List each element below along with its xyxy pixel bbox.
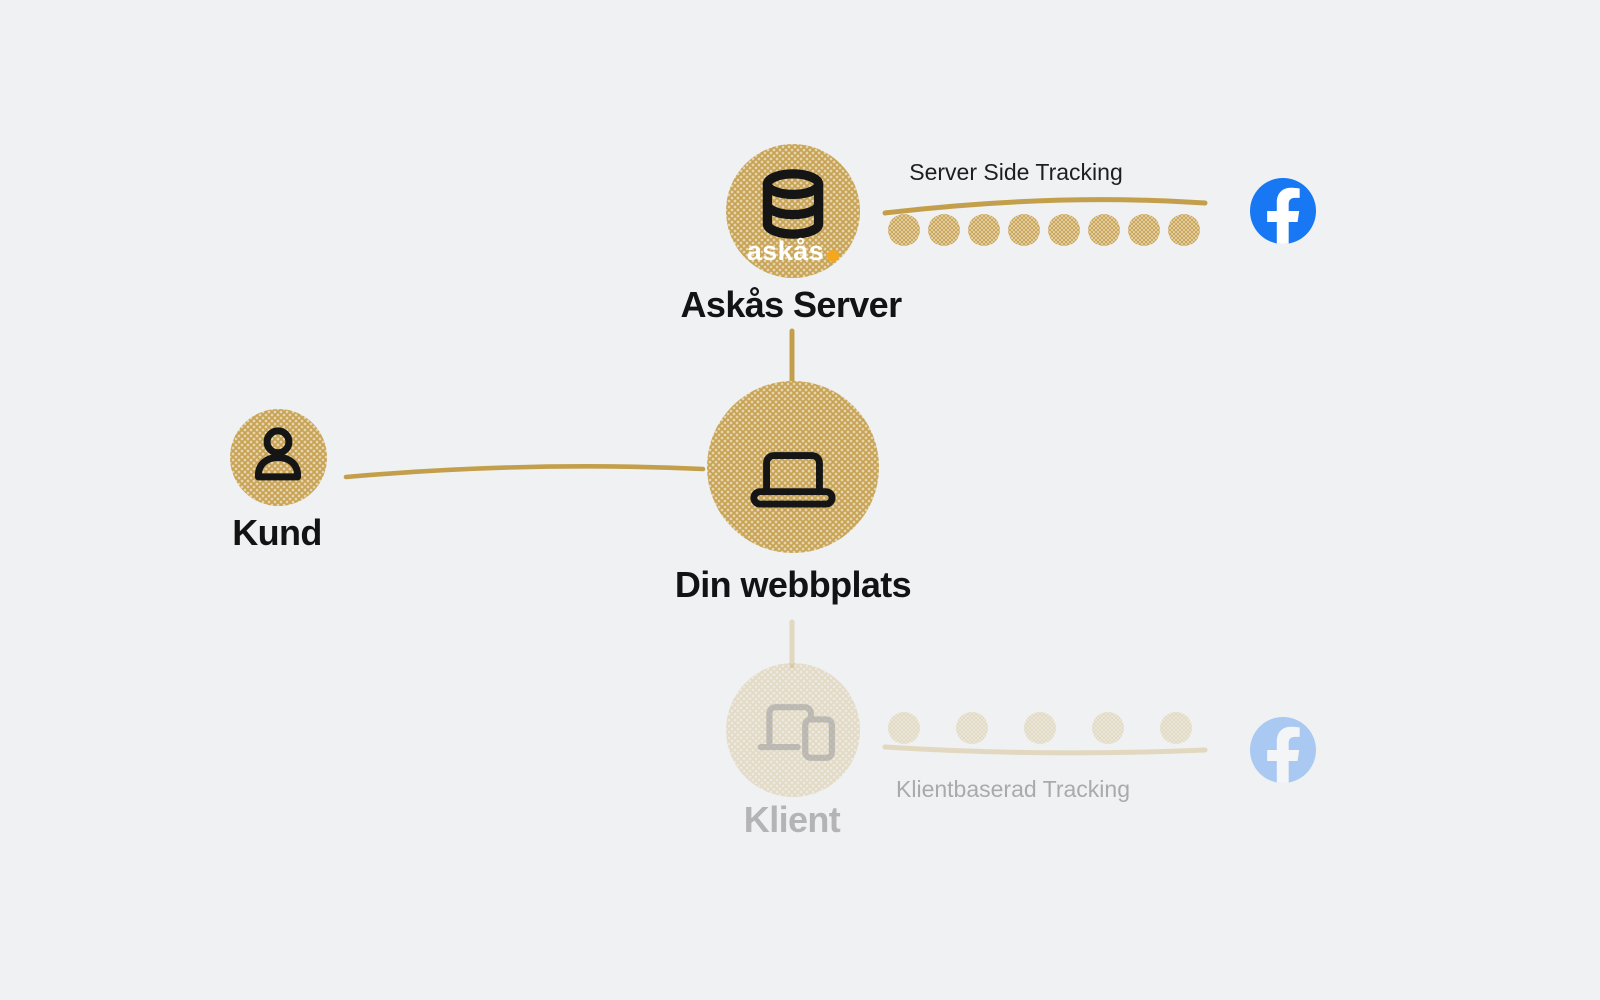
client-side-tracking-dots <box>888 712 1192 744</box>
tracking-dot <box>1088 214 1120 246</box>
tracking-line-client-side <box>882 744 1208 756</box>
tracking-dot <box>1160 712 1192 744</box>
askas-logo: askås <box>726 238 860 265</box>
facebook-icon <box>1250 178 1316 244</box>
tracking-dot <box>1128 214 1160 246</box>
laptop-icon <box>750 452 836 508</box>
askas-logo-text: askås <box>746 236 825 266</box>
klient-label: Klient <box>743 799 841 840</box>
tracking-dot <box>956 712 988 744</box>
tracking-dot <box>888 712 920 744</box>
tracking-dot <box>1092 712 1124 744</box>
tracking-dot <box>1168 214 1200 246</box>
klientbaserad-tracking-label: Klientbaserad Tracking <box>896 776 1130 802</box>
server-side-tracking-dots <box>888 214 1200 246</box>
user-icon <box>254 427 302 481</box>
facebook-icon-inactive <box>1250 717 1316 783</box>
tracking-dot <box>1008 214 1040 246</box>
klient-node <box>726 663 860 797</box>
connection-line-kund-webbplats <box>343 464 706 480</box>
askas-logo-dot-icon <box>827 249 840 262</box>
tracking-dot <box>968 214 1000 246</box>
tracking-dot <box>888 214 920 246</box>
server-side-tracking-label: Server Side Tracking <box>909 159 1123 185</box>
din-webbplats-node <box>707 381 879 553</box>
database-icon <box>762 169 824 239</box>
tracking-line-server-side <box>882 197 1208 216</box>
askas-server-label: Askås Server <box>680 284 903 325</box>
kund-label: Kund <box>232 512 322 553</box>
tracking-dot <box>928 214 960 246</box>
din-webbplats-label: Din webbplats <box>674 564 912 605</box>
devices-icon <box>757 704 835 761</box>
tracking-dot <box>1024 712 1056 744</box>
tracking-dot <box>1048 214 1080 246</box>
